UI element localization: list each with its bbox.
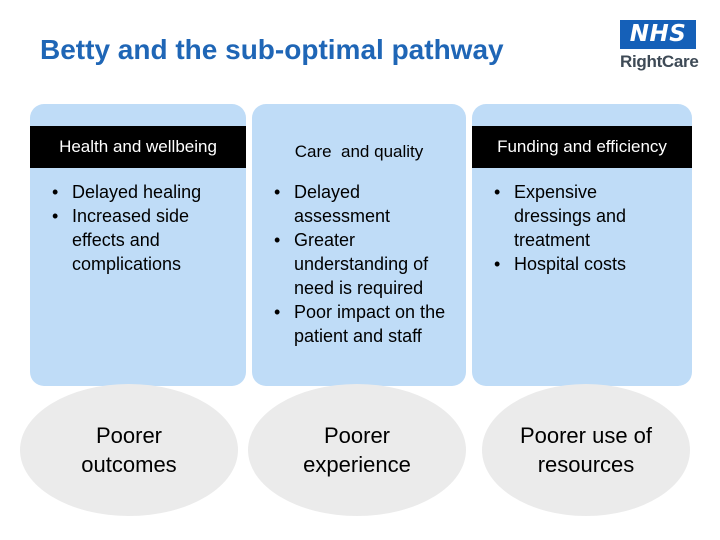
bullet-item: Hospital costs [472, 252, 658, 276]
bullet-list: Expensive dressings and treatment Hospit… [472, 180, 658, 276]
bullet-list: Delayed assessment Greater understanding… [252, 180, 452, 348]
bullet-item: Increased side effects and complications [30, 204, 210, 276]
outcome-label: Poorer outcomes [81, 423, 177, 477]
card-care-and-quality: Care and quality Delayed assessment Grea… [252, 104, 466, 386]
outcome-label: Poorer experience [303, 423, 411, 477]
outcome-oval: Poorer outcomes [20, 384, 238, 516]
page-title: Betty and the sub-optimal pathway [40, 34, 504, 65]
nhs-logo: NHS [620, 20, 696, 49]
card-header: Care and quality [252, 126, 466, 168]
card-header-label: Health and wellbeing [59, 137, 217, 156]
rightcare-wordmark: RightCare [620, 52, 699, 71]
card-health-and-wellbeing: Health and wellbeing Delayed healing Inc… [30, 104, 246, 386]
outcome-oval: Poorer use of resources [482, 384, 690, 516]
bullet-item: Greater understanding of need is require… [252, 228, 452, 300]
bullet-item: Delayed assessment [252, 180, 452, 228]
outcome-oval: Poorer experience [248, 384, 466, 516]
bullet-item: Expensive dressings and treatment [472, 180, 658, 252]
bullet-item: Poor impact on the patient and staff [252, 300, 452, 348]
card-funding-and-efficiency: Funding and efficiency Expensive dressin… [472, 104, 692, 386]
card-header: Funding and efficiency [472, 126, 692, 168]
outcome-label: Poorer use of resources [519, 423, 653, 477]
card-header: Health and wellbeing [30, 126, 246, 168]
bullet-item: Delayed healing [30, 180, 210, 204]
card-header-label: Funding and efficiency [497, 137, 667, 156]
card-header-label: Care and quality [294, 142, 424, 161]
nhs-rightcare-logo: NHS RightCare [620, 20, 699, 72]
bullet-list: Delayed healing Increased side effects a… [30, 180, 210, 276]
